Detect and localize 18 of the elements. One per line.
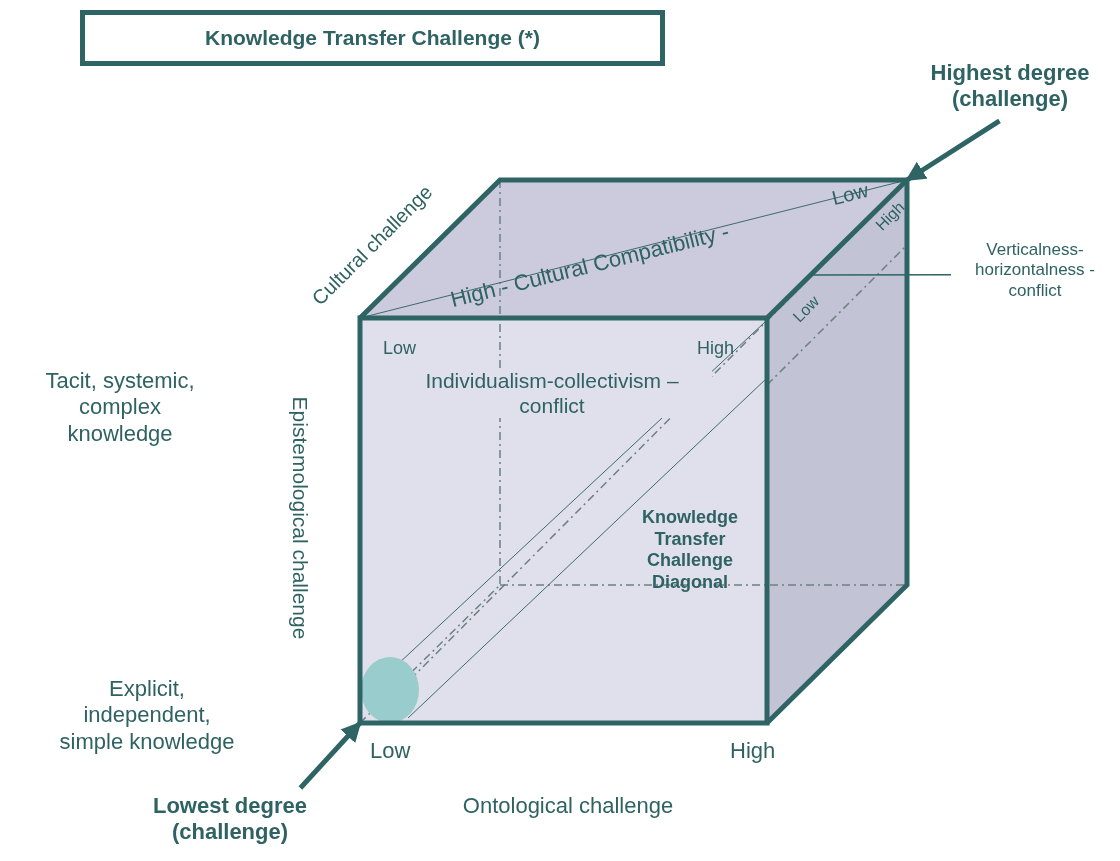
callout-text: Highest degree (challenge) (905, 60, 1115, 113)
scale-label: Low (829, 177, 871, 211)
axis-label: Ontological challenge (461, 793, 675, 820)
axis-label: Epistemological challenge (287, 396, 313, 640)
callout-text: Lowest degree (challenge) (120, 793, 340, 846)
scale-label: High (697, 338, 735, 360)
title-box: Knowledge Transfer Challenge (*) (80, 10, 665, 66)
scale-label: High (730, 738, 776, 765)
callout-text: Verticalness- horizontalness - conflict (955, 240, 1115, 302)
scale-label: Low (383, 338, 417, 360)
scale-label: Low (788, 291, 824, 327)
arrow (905, 118, 1001, 183)
diagonal-label: Knowledge Transfer Challenge Diagonal (641, 507, 739, 594)
level-description: Explicit, independent, simple knowledge (58, 676, 236, 756)
leader-line (811, 274, 952, 276)
arrow (298, 721, 362, 790)
level-description: Tacit, systemic, complex knowledge (44, 368, 196, 448)
scale-label: Low (370, 738, 411, 765)
